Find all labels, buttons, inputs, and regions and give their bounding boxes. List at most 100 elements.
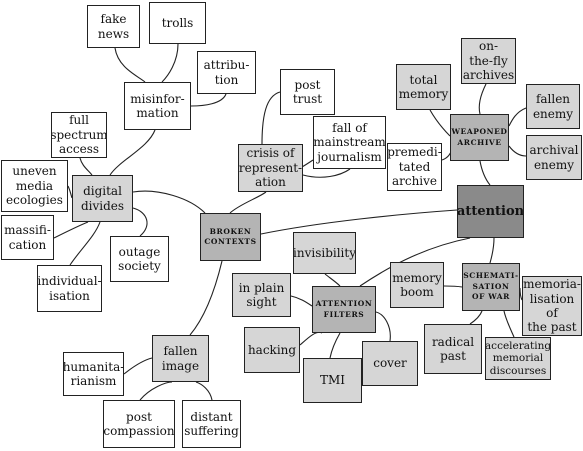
node-on-the-fly-label: on- the-fly archives xyxy=(462,39,515,83)
node-accelerating-label: accelerating memorial discourses xyxy=(485,339,551,377)
node-schematisation-label: Schemati- sation of War xyxy=(463,271,519,302)
node-cover: cover xyxy=(362,341,418,386)
node-post-compassion-label: post compassion xyxy=(103,409,175,438)
node-misinformation-label: misinfor- mation xyxy=(130,91,185,120)
link-individ-digital xyxy=(69,221,101,266)
link-memoryboom-schemat xyxy=(443,285,463,288)
node-fall-of-mainstream: fall of mainstream journalism xyxy=(313,116,386,169)
link-fullspectrum-digital xyxy=(79,157,93,176)
node-humanitarianism-label: humanita- rianism xyxy=(63,359,124,388)
node-fallen-enemy: fallen enemy xyxy=(526,84,580,129)
node-broken-contexts-label: Broken Contexts xyxy=(204,226,257,247)
node-digital-divides: digital divides xyxy=(72,175,133,222)
node-weaponed-archive: Weaponed Archive xyxy=(450,114,509,161)
node-tmi: TMI xyxy=(303,358,362,403)
link-attribution-misinfo xyxy=(190,93,227,107)
link-invisibility-filters xyxy=(324,273,341,287)
node-crisis-label: crisis of represent- ation xyxy=(238,146,303,190)
node-invisibility: invisibility xyxy=(293,232,356,274)
link-weaponed-attention xyxy=(479,160,491,186)
node-attention-filters-label: Attention Filters xyxy=(315,299,373,319)
node-trolls-label: trolls xyxy=(161,15,194,30)
node-post-compassion: post compassion xyxy=(103,400,175,448)
node-post-trust: post trust xyxy=(280,69,335,115)
node-distant-suffering-label: distant suffering xyxy=(184,409,239,438)
node-fake-news: fake news xyxy=(87,5,140,48)
link-plainsight-filters xyxy=(290,295,313,307)
node-attribution-label: attribu- tion xyxy=(203,58,250,87)
link-attention-schemat xyxy=(489,237,495,264)
link-cover-filters xyxy=(375,311,391,342)
node-invisibility-label: invisibility xyxy=(293,245,356,260)
link-uneven-digital xyxy=(67,185,73,199)
link-massif-digital xyxy=(53,221,89,239)
node-individualisation-label: individual- isation xyxy=(37,274,102,303)
link-trolls-misinfo xyxy=(161,43,179,83)
node-distant-suffering: distant suffering xyxy=(182,400,241,448)
link-distant-fallen xyxy=(195,381,213,401)
node-post-trust-label: post trust xyxy=(292,77,323,106)
node-uneven-media-label: uneven media ecologies xyxy=(6,164,63,208)
link-broken-crisis xyxy=(229,191,267,214)
node-full-spectrum-access: full spectrum access xyxy=(51,112,107,158)
link-radical-schemat xyxy=(469,310,483,325)
node-hacking: hacking xyxy=(244,327,300,373)
node-attribution: attribu- tion xyxy=(197,51,256,94)
node-full-spectrum-label: full spectrum access xyxy=(51,113,107,157)
node-fake-news-label: fake news xyxy=(97,12,130,41)
node-uneven-media-ecologies: uneven media ecologies xyxy=(1,160,68,212)
node-fallen-image-label: fallen image xyxy=(161,344,200,373)
node-massification-label: massifi- cation xyxy=(4,223,51,252)
link-broken-attention xyxy=(260,209,458,235)
node-attention-label: attention xyxy=(457,203,524,219)
node-individualisation: individual- isation xyxy=(37,265,102,312)
node-tmi-label: TMI xyxy=(319,373,346,388)
link-crisis-fallmain xyxy=(302,168,351,178)
link-digital-broken xyxy=(132,190,206,214)
link-memorial-schemat xyxy=(519,287,523,301)
node-memory-boom: memory boom xyxy=(390,262,444,308)
node-humanitarianism: humanita- rianism xyxy=(63,352,124,396)
node-trolls: trolls xyxy=(149,2,206,44)
node-digital-divides-label: digital divides xyxy=(80,184,125,213)
node-broken-contexts: Broken Contexts xyxy=(200,213,261,261)
node-archival-enemy: archival enemy xyxy=(526,135,582,180)
link-tmi-filters xyxy=(329,332,341,359)
node-massification: massifi- cation xyxy=(1,215,54,260)
node-fallen-image: fallen image xyxy=(152,335,209,382)
link-hacking-filters xyxy=(299,331,323,346)
node-fall-of-mainstream-label: fall of mainstream journalism xyxy=(313,120,386,164)
node-misinformation: misinfor- mation xyxy=(124,82,191,130)
node-outage-society: outage society xyxy=(110,236,169,282)
node-memorialisation-label: memoria- lisation of the past xyxy=(523,277,581,335)
node-archival-enemy-label: archival enemy xyxy=(529,143,579,172)
link-fakenews-misinfo xyxy=(114,47,146,83)
link-broken-fallenimage xyxy=(189,260,223,336)
node-memorialisation-of-the-past: memoria- lisation of the past xyxy=(522,276,582,336)
node-in-plain-sight: in plain sight xyxy=(232,273,291,317)
node-hacking-label: hacking xyxy=(247,342,297,357)
node-outage-society-label: outage society xyxy=(118,244,161,273)
node-total-memory-label: total memory xyxy=(398,72,449,101)
node-radical-past: radical past xyxy=(424,324,482,374)
node-memory-boom-label: memory boom xyxy=(392,270,442,299)
link-totalmem-weaponed xyxy=(429,109,451,137)
node-cover-label: cover xyxy=(373,356,407,371)
node-weaponed-archive-label: Weaponed Archive xyxy=(451,127,508,147)
link-outage-digital xyxy=(132,207,148,237)
node-premeditated-label: premedi- tated archive xyxy=(387,145,442,189)
node-radical-past-label: radical past xyxy=(431,334,475,363)
node-fallen-enemy-label: fallen enemy xyxy=(532,92,574,121)
node-in-plain-sight-label: in plain sight xyxy=(238,280,285,309)
link-onthefly-weaponed xyxy=(478,83,487,115)
node-crisis-of-representation: crisis of represent- ation xyxy=(238,144,303,192)
link-misinfo-digital xyxy=(109,129,156,176)
node-schematisation-of-war: Schemati- sation of War xyxy=(462,263,520,311)
node-premeditated-archive: premedi- tated archive xyxy=(387,143,442,191)
link-fallenenemy-weaponed xyxy=(508,107,527,127)
link-archival-weaponed xyxy=(508,145,527,157)
node-attention-filters: Attention Filters xyxy=(312,286,376,333)
node-accelerating-memorial-discourses: accelerating memorial discourses xyxy=(485,337,551,380)
link-humanit-fallen xyxy=(123,357,153,375)
